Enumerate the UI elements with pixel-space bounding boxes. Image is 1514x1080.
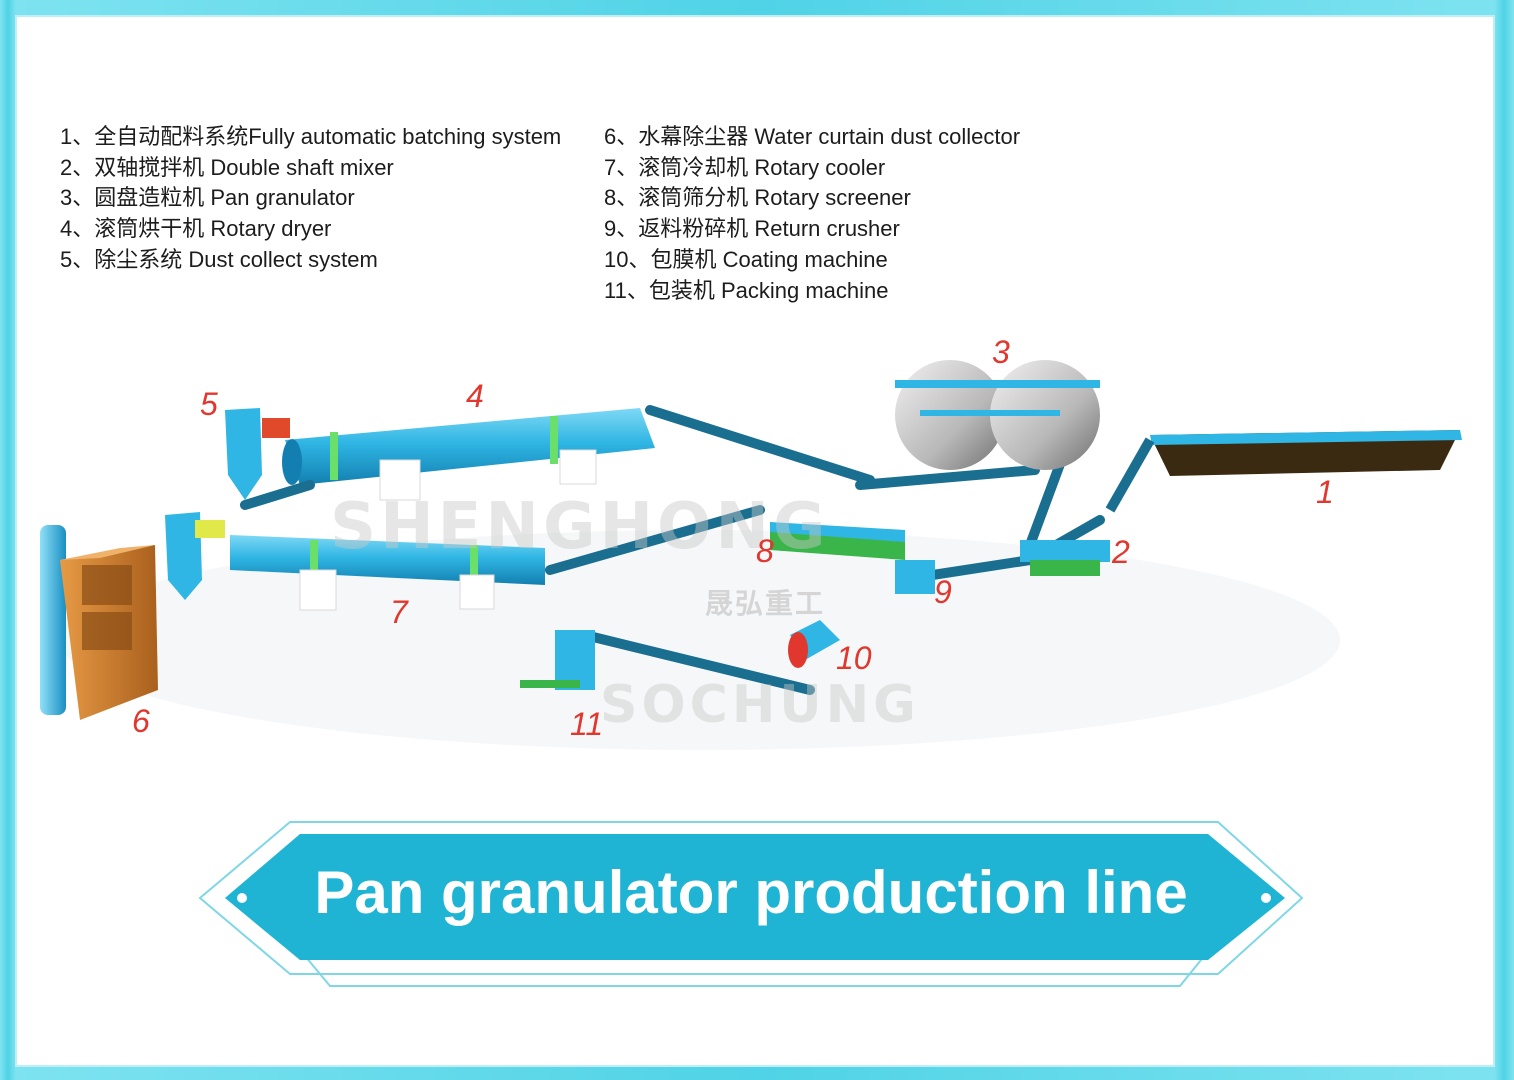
banner-title: Pan granulator production line <box>314 859 1188 926</box>
double-shaft-mixer-machine <box>1020 540 1110 576</box>
callout-1: 1 <box>1316 474 1334 510</box>
legend-item: 6、水幕除尘器 Water curtain dust collector <box>604 124 1021 149</box>
dust-collect-system-machine <box>165 408 290 600</box>
legend-item: 1、全自动配料系统Fully automatic batching system <box>60 124 562 149</box>
legend-left-column: 1、全自动配料系统Fully automatic batching system… <box>60 122 561 276</box>
legend-right-column: 6、水幕除尘器 Water curtain dust collector 7、滚… <box>604 122 1020 306</box>
legend-item: 3、圆盘造粒机 Pan granulator <box>60 185 355 211</box>
callout-11: 11 <box>570 706 604 742</box>
legend-item: 4、滚筒烘干机 Rotary dryer <box>60 216 332 242</box>
water-curtain-dust-collector-machine <box>40 525 158 720</box>
rotary-dryer-machine <box>282 408 655 501</box>
callout-7: 7 <box>390 594 408 630</box>
legend-item: 10、包膜机 Coating machine <box>604 246 888 272</box>
callout-2: 2 <box>1112 534 1130 570</box>
callout-3: 3 <box>992 334 1010 370</box>
callout-6: 6 <box>132 703 150 739</box>
legend-item: 5、除尘系统 Dust collect system <box>60 246 378 272</box>
return-crusher-machine <box>895 560 935 594</box>
batching-system-machine <box>1105 430 1462 513</box>
legend-item: 7、滚筒冷却机 Rotary cooler <box>604 154 886 180</box>
callout-9: 9 <box>934 574 952 610</box>
rotary-cooler-machine <box>230 535 545 611</box>
legend-item: 11、包装机 Packing machine <box>604 277 889 303</box>
callout-5: 5 <box>200 386 218 422</box>
callout-8: 8 <box>756 533 774 569</box>
floor-shadow <box>60 530 1340 750</box>
watermark-top: SHENGHONG <box>330 490 830 564</box>
production-line-illustration <box>40 360 1462 750</box>
watermark-bottom: SOCHUNG <box>600 675 920 735</box>
legend-item: 9、返料粉碎机 Return crusher <box>604 216 900 242</box>
callout-4: 4 <box>466 378 484 414</box>
coating-machine <box>788 620 840 668</box>
legend-item: 8、滚筒筛分机 Rotary screener <box>604 185 911 211</box>
pan-granulator-machine <box>895 360 1100 470</box>
title-banner <box>198 821 1304 987</box>
packing-machine <box>520 630 595 690</box>
watermark-chinese: 晟弘重工 <box>705 587 826 620</box>
legend-item: 2、双轴搅拌机 Double shaft mixer <box>60 154 394 180</box>
rotary-screener-machine <box>770 522 905 560</box>
callout-10: 10 <box>836 640 872 676</box>
